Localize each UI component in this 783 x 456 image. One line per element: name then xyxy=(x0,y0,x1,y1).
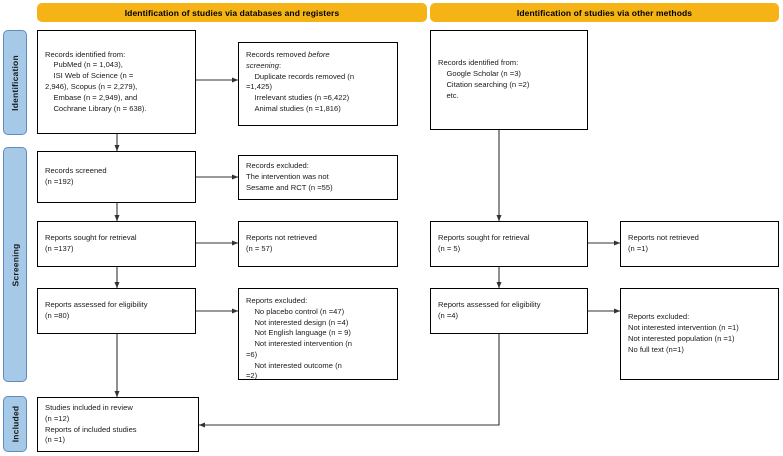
banner-databases-registers: Identification of studies via databases … xyxy=(37,3,427,22)
reports-excluded-text: Reports excluded: No placebo control (n … xyxy=(246,296,352,380)
stage-rail-included: Included xyxy=(3,396,27,452)
reports-excluded-box: Reports excluded: No placebo control (n … xyxy=(238,288,398,380)
stage-rail-identification: Identification xyxy=(3,30,27,135)
other-reports-excluded-box: Reports excluded: Not interested interve… xyxy=(620,288,779,380)
stage-rail-screening: Screening xyxy=(3,147,27,382)
reports-not-retrieved-text: Reports not retrieved (n = 57) xyxy=(246,233,317,253)
stage-rail-screening-label: Screening xyxy=(10,243,20,286)
records-excluded-box: Records excluded: The intervention was n… xyxy=(238,155,398,200)
other-records-identified-text: Records identified from: Google Scholar … xyxy=(438,58,530,100)
other-reports-sought-box: Reports sought for retrieval (n = 5) xyxy=(430,221,588,267)
stage-rail-included-label: Included xyxy=(10,405,21,443)
records-removed-box: Records removed before screening: Duplic… xyxy=(238,42,398,126)
stage-rail-identification-label: Identification xyxy=(10,54,21,111)
records-excluded-text: Records excluded: The intervention was n… xyxy=(246,161,333,192)
other-reports-not-retrieved-box: Reports not retrieved (n =1) xyxy=(620,221,779,267)
records-screened-text: Records screened (n =192) xyxy=(45,166,107,186)
studies-included-text: Studies included in review (n =12) Repor… xyxy=(45,402,137,445)
other-reports-not-retrieved-text: Reports not retrieved (n =1) xyxy=(628,233,699,253)
banner-other-methods: Identification of studies via other meth… xyxy=(430,3,779,22)
other-records-identified-box: Records identified from: Google Scholar … xyxy=(430,30,588,130)
other-reports-sought-text: Reports sought for retrieval (n = 5) xyxy=(438,233,530,253)
reports-not-retrieved-box: Reports not retrieved (n = 57) xyxy=(238,221,398,267)
studies-included-box: Studies included in review (n =12) Repor… xyxy=(37,397,199,452)
other-reports-assessed-box: Reports assessed for eligibility (n =4) xyxy=(430,288,588,334)
records-removed-text: Records removed before screening: Duplic… xyxy=(246,50,355,113)
records-identified-text: Records identified from: PubMed (n = 1,0… xyxy=(45,49,147,113)
records-screened-box: Records screened (n =192) xyxy=(37,151,196,203)
other-reports-excluded-text: Reports excluded: Not interested interve… xyxy=(628,312,739,354)
reports-sought-text: Reports sought for retrieval (n =137) xyxy=(45,233,137,253)
reports-assessed-text: Reports assessed for eligibility (n =80) xyxy=(45,300,148,320)
other-reports-assessed-text: Reports assessed for eligibility (n =4) xyxy=(438,300,541,320)
reports-sought-box: Reports sought for retrieval (n =137) xyxy=(37,221,196,267)
records-identified-box: Records identified from: PubMed (n = 1,0… xyxy=(37,30,196,134)
reports-assessed-box: Reports assessed for eligibility (n =80) xyxy=(37,288,196,334)
